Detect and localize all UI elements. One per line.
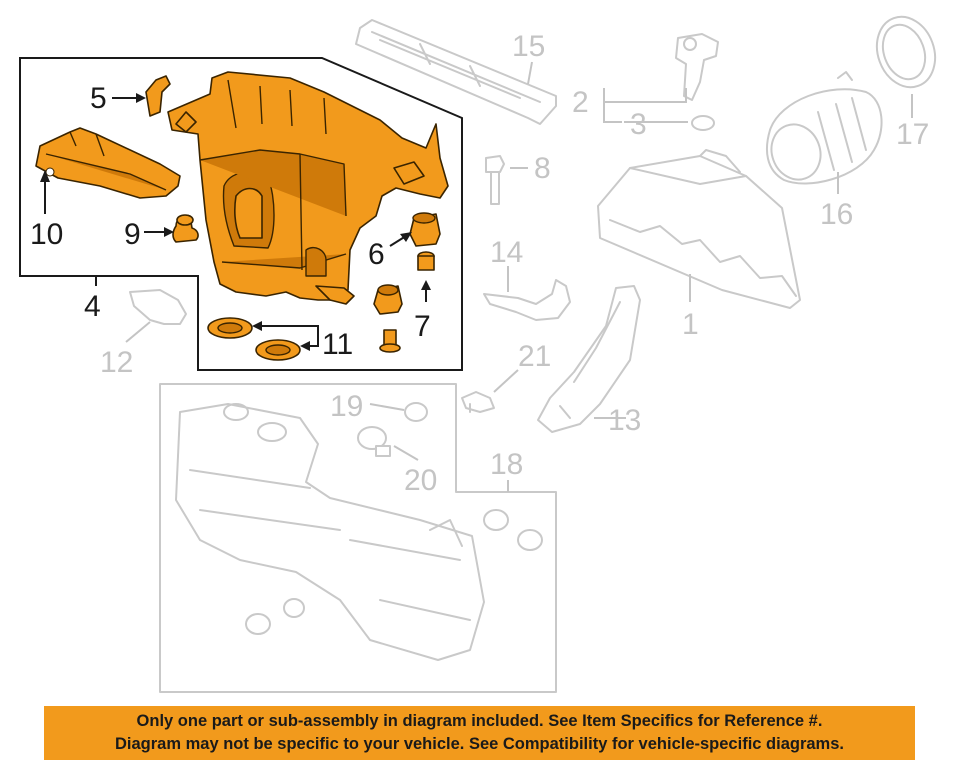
part-13-stay [537,285,641,433]
part-1-cover [597,149,801,309]
callout-1: 1 [682,308,699,341]
callout-21: 21 [518,340,551,373]
callout-18: 18 [490,448,523,481]
part-grommet-lower [373,284,403,315]
assembly-box [19,57,463,371]
part-6-grommet [409,212,441,247]
part-bolt-lower [379,329,401,353]
callout-14: 14 [490,236,523,269]
callout-6: 6 [368,238,385,271]
part-12-bracket [129,289,187,325]
part-2-sensor [675,33,719,101]
part-14-bracket [483,279,571,321]
callout-5: 5 [90,82,107,115]
part-11-seals [207,317,301,361]
callout-12: 12 [100,346,133,379]
part-16-hose [766,71,883,185]
part-17-ring [875,15,937,89]
callout-4: 4 [84,290,101,323]
leader-lines [40,93,431,351]
callout-7: 7 [414,310,431,343]
callout-19: 19 [330,390,363,423]
part-9-grommet [172,214,199,243]
callout-11: 11 [322,328,353,361]
part-20-bolt [357,426,391,457]
part-21-clip [461,391,495,413]
callout-3: 3 [630,108,647,141]
disclaimer-banner: Only one part or sub-assembly in diagram… [44,706,915,760]
part-19-grommet [404,402,428,422]
part-18-resonator [159,383,557,693]
part-15-strip [355,19,557,125]
part-5-clip [145,75,171,117]
callout-10: 10 [30,218,63,251]
ghost-leader-lines [125,61,913,492]
parts-diagram: 4 5 6 7 9 10 11 1 2 3 8 12 13 14 15 16 1… [19,15,937,693]
ghost-parts [129,15,937,693]
disclaimer-line-2: Diagram may not be specific to your vehi… [115,735,844,753]
callout-13: 13 [608,404,641,437]
callout-17: 17 [896,118,929,151]
callout-2: 2 [572,86,589,119]
disclaimer-line-1: Only one part or sub-assembly in diagram… [136,712,823,730]
part-3-oring [691,115,715,131]
callout-16: 16 [820,198,853,231]
callout-9: 9 [124,218,141,251]
part-8-bolt [485,155,505,205]
highlighted-parts [35,71,449,361]
callout-8: 8 [534,152,551,185]
part-10-bracket [35,127,181,199]
callout-20: 20 [404,464,437,497]
part-4-housing [167,71,449,305]
callout-labels: 4 5 6 7 9 10 11 1 2 3 8 12 13 14 15 16 1… [30,30,929,497]
part-7-bolt [417,251,435,271]
callout-15: 15 [512,30,545,63]
